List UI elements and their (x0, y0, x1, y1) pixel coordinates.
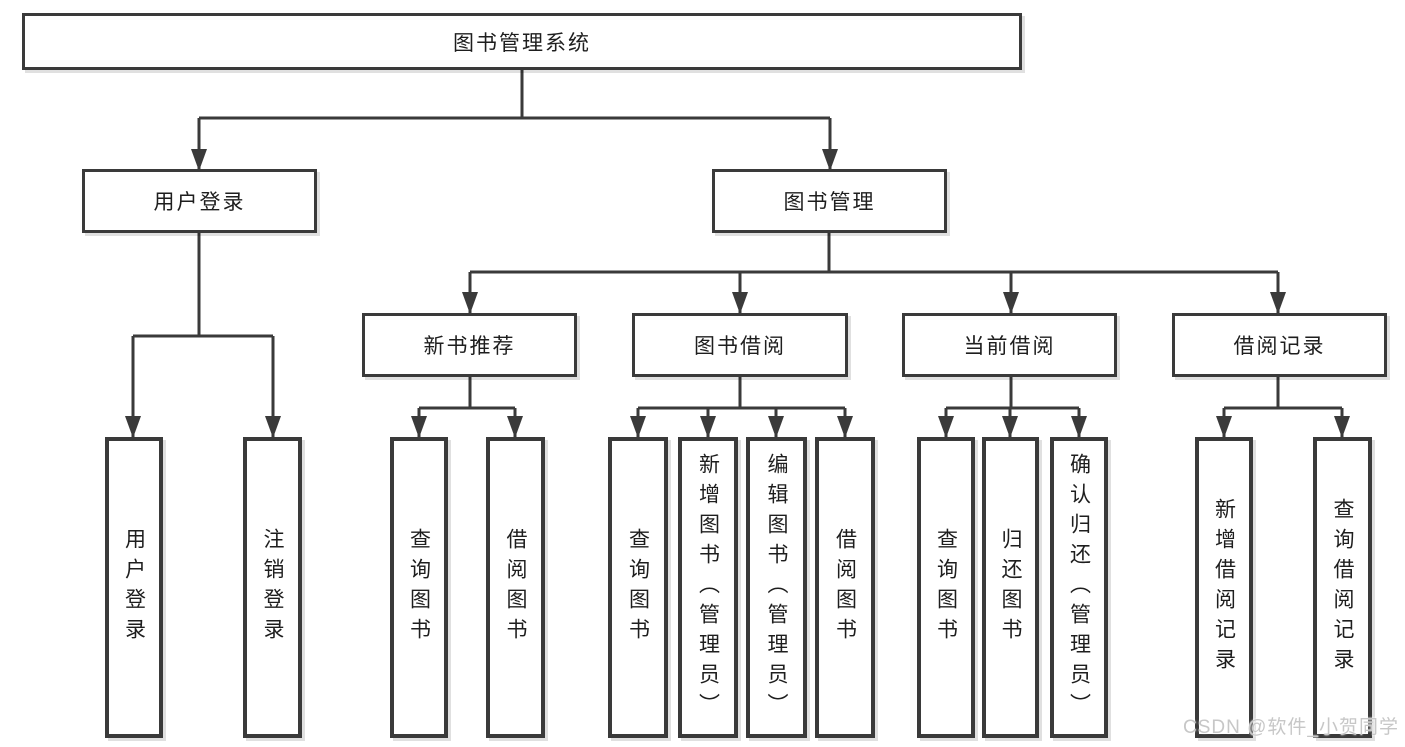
node-label: 借阅图书 (833, 527, 857, 648)
node-label: 借阅图书 (504, 527, 527, 648)
arrowheads (125, 149, 1350, 438)
node-label: 当前借阅 (963, 335, 1056, 358)
node-label: 图书借阅 (694, 335, 786, 358)
node-library-management-system: 图书管理系统 (22, 13, 1022, 70)
node-label: 图书管理系统 (453, 31, 591, 55)
node-label: 查询图书 (626, 527, 650, 648)
leaf-query-borrow-record: 查询借阅记录 (1313, 437, 1372, 738)
leaf-query-book-recommend: 查询图书 (390, 437, 448, 738)
leaf-add-book-admin: 新增图书（管理员） (678, 437, 738, 738)
leaf-query-book-borrow: 查询图书 (608, 437, 668, 738)
leaf-confirm-return-admin: 确认归还（管理员） (1050, 437, 1108, 738)
node-book-borrowing: 图书借阅 (632, 313, 848, 377)
node-label: 确认归还（管理员） (1067, 452, 1091, 723)
node-label: 新书推荐 (423, 335, 516, 358)
node-book-management: 图书管理 (712, 169, 947, 233)
node-label: 用户登录 (153, 191, 246, 214)
node-new-book-recommend: 新书推荐 (362, 313, 577, 377)
leaf-borrow-book-recommend: 借阅图书 (486, 437, 545, 738)
node-label: 新增借阅记录 (1212, 497, 1236, 678)
node-label: 图书管理 (783, 191, 876, 214)
node-label: 查询图书 (407, 527, 431, 648)
node-label: 归还图书 (999, 527, 1022, 648)
leaf-add-borrow-record: 新增借阅记录 (1195, 437, 1253, 738)
node-user-login: 用户登录 (82, 169, 317, 233)
leaf-return-book: 归还图书 (982, 437, 1039, 738)
node-label: 编辑图书（管理员） (765, 452, 788, 723)
node-label: 查询图书 (934, 527, 958, 648)
node-label: 查询借阅记录 (1331, 497, 1354, 678)
node-current-borrowing: 当前借阅 (902, 313, 1117, 377)
leaf-logout: 注销登录 (243, 437, 302, 738)
leaf-borrow-book: 借阅图书 (815, 437, 875, 738)
node-label: 借阅记录 (1233, 335, 1326, 358)
leaf-edit-book-admin: 编辑图书（管理员） (746, 437, 807, 738)
node-label: 用户登录 (122, 527, 146, 648)
node-borrowing-records: 借阅记录 (1172, 313, 1387, 377)
node-label: 新增图书（管理员） (696, 452, 720, 723)
leaf-query-book-current: 查询图书 (917, 437, 975, 738)
leaf-user-login: 用户登录 (105, 437, 163, 738)
csdn-watermark: CSDN @软件_小贺同学 (1183, 717, 1399, 738)
node-label: 注销登录 (261, 527, 284, 648)
